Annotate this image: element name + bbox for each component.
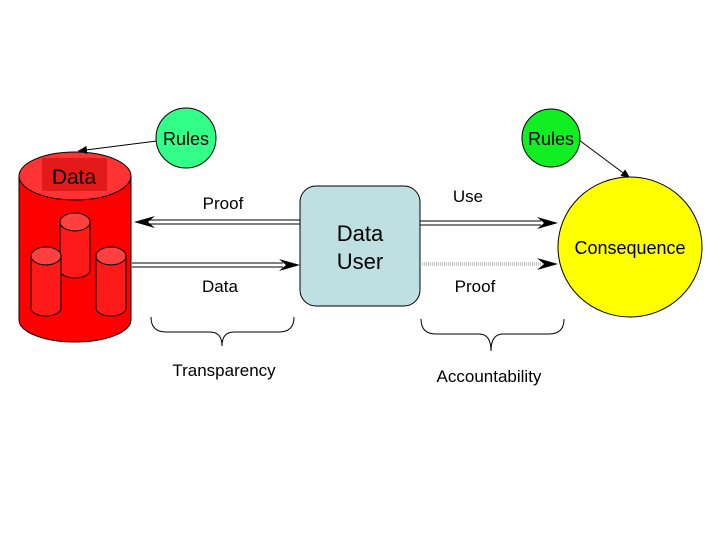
rules-left-label: Rules bbox=[163, 129, 209, 149]
edge-data-to-user: Data bbox=[132, 259, 300, 296]
rules-node-left: Rules bbox=[77, 107, 217, 169]
edge-use-label: Use bbox=[453, 187, 483, 206]
inner-cylinder-left bbox=[30, 246, 62, 317]
consequence-label: Consequence bbox=[574, 238, 685, 258]
data-user-label-line1: Data bbox=[337, 221, 384, 246]
rules-left-arrow bbox=[77, 140, 158, 154]
data-store: Data bbox=[18, 151, 132, 343]
rules-right-arrow bbox=[578, 139, 631, 179]
arrowhead-icon bbox=[537, 258, 558, 270]
inner-cylinder-right bbox=[95, 246, 127, 317]
data-user-label-line2: User bbox=[337, 249, 383, 274]
transparency-brace: Transparency bbox=[150, 316, 295, 380]
edge-data-label: Data bbox=[202, 277, 238, 296]
rules-right-label: Rules bbox=[528, 129, 574, 149]
edge-proof-right-label: Proof bbox=[455, 277, 496, 296]
data-store-label: Data bbox=[52, 166, 97, 189]
data-store-label-bg bbox=[42, 158, 107, 191]
accountability-label: Accountability bbox=[437, 367, 542, 386]
inner-cylinder-center bbox=[59, 212, 91, 279]
edge-proof-to-consequence: Proof bbox=[420, 258, 558, 296]
edge-proof-left-label: Proof bbox=[203, 194, 244, 213]
arrowhead-icon bbox=[279, 259, 300, 271]
arrowhead-icon bbox=[134, 216, 155, 228]
data-user-node: Data User bbox=[299, 185, 421, 307]
edge-proof-to-data: Proof bbox=[134, 194, 300, 228]
accountability-brace: Accountability bbox=[420, 318, 565, 386]
arrowhead-icon bbox=[537, 217, 558, 229]
transparency-label: Transparency bbox=[172, 361, 276, 380]
consequence-node: Consequence bbox=[557, 176, 703, 318]
rules-node-right: Rules bbox=[521, 108, 631, 179]
edge-use: Use bbox=[420, 187, 558, 229]
